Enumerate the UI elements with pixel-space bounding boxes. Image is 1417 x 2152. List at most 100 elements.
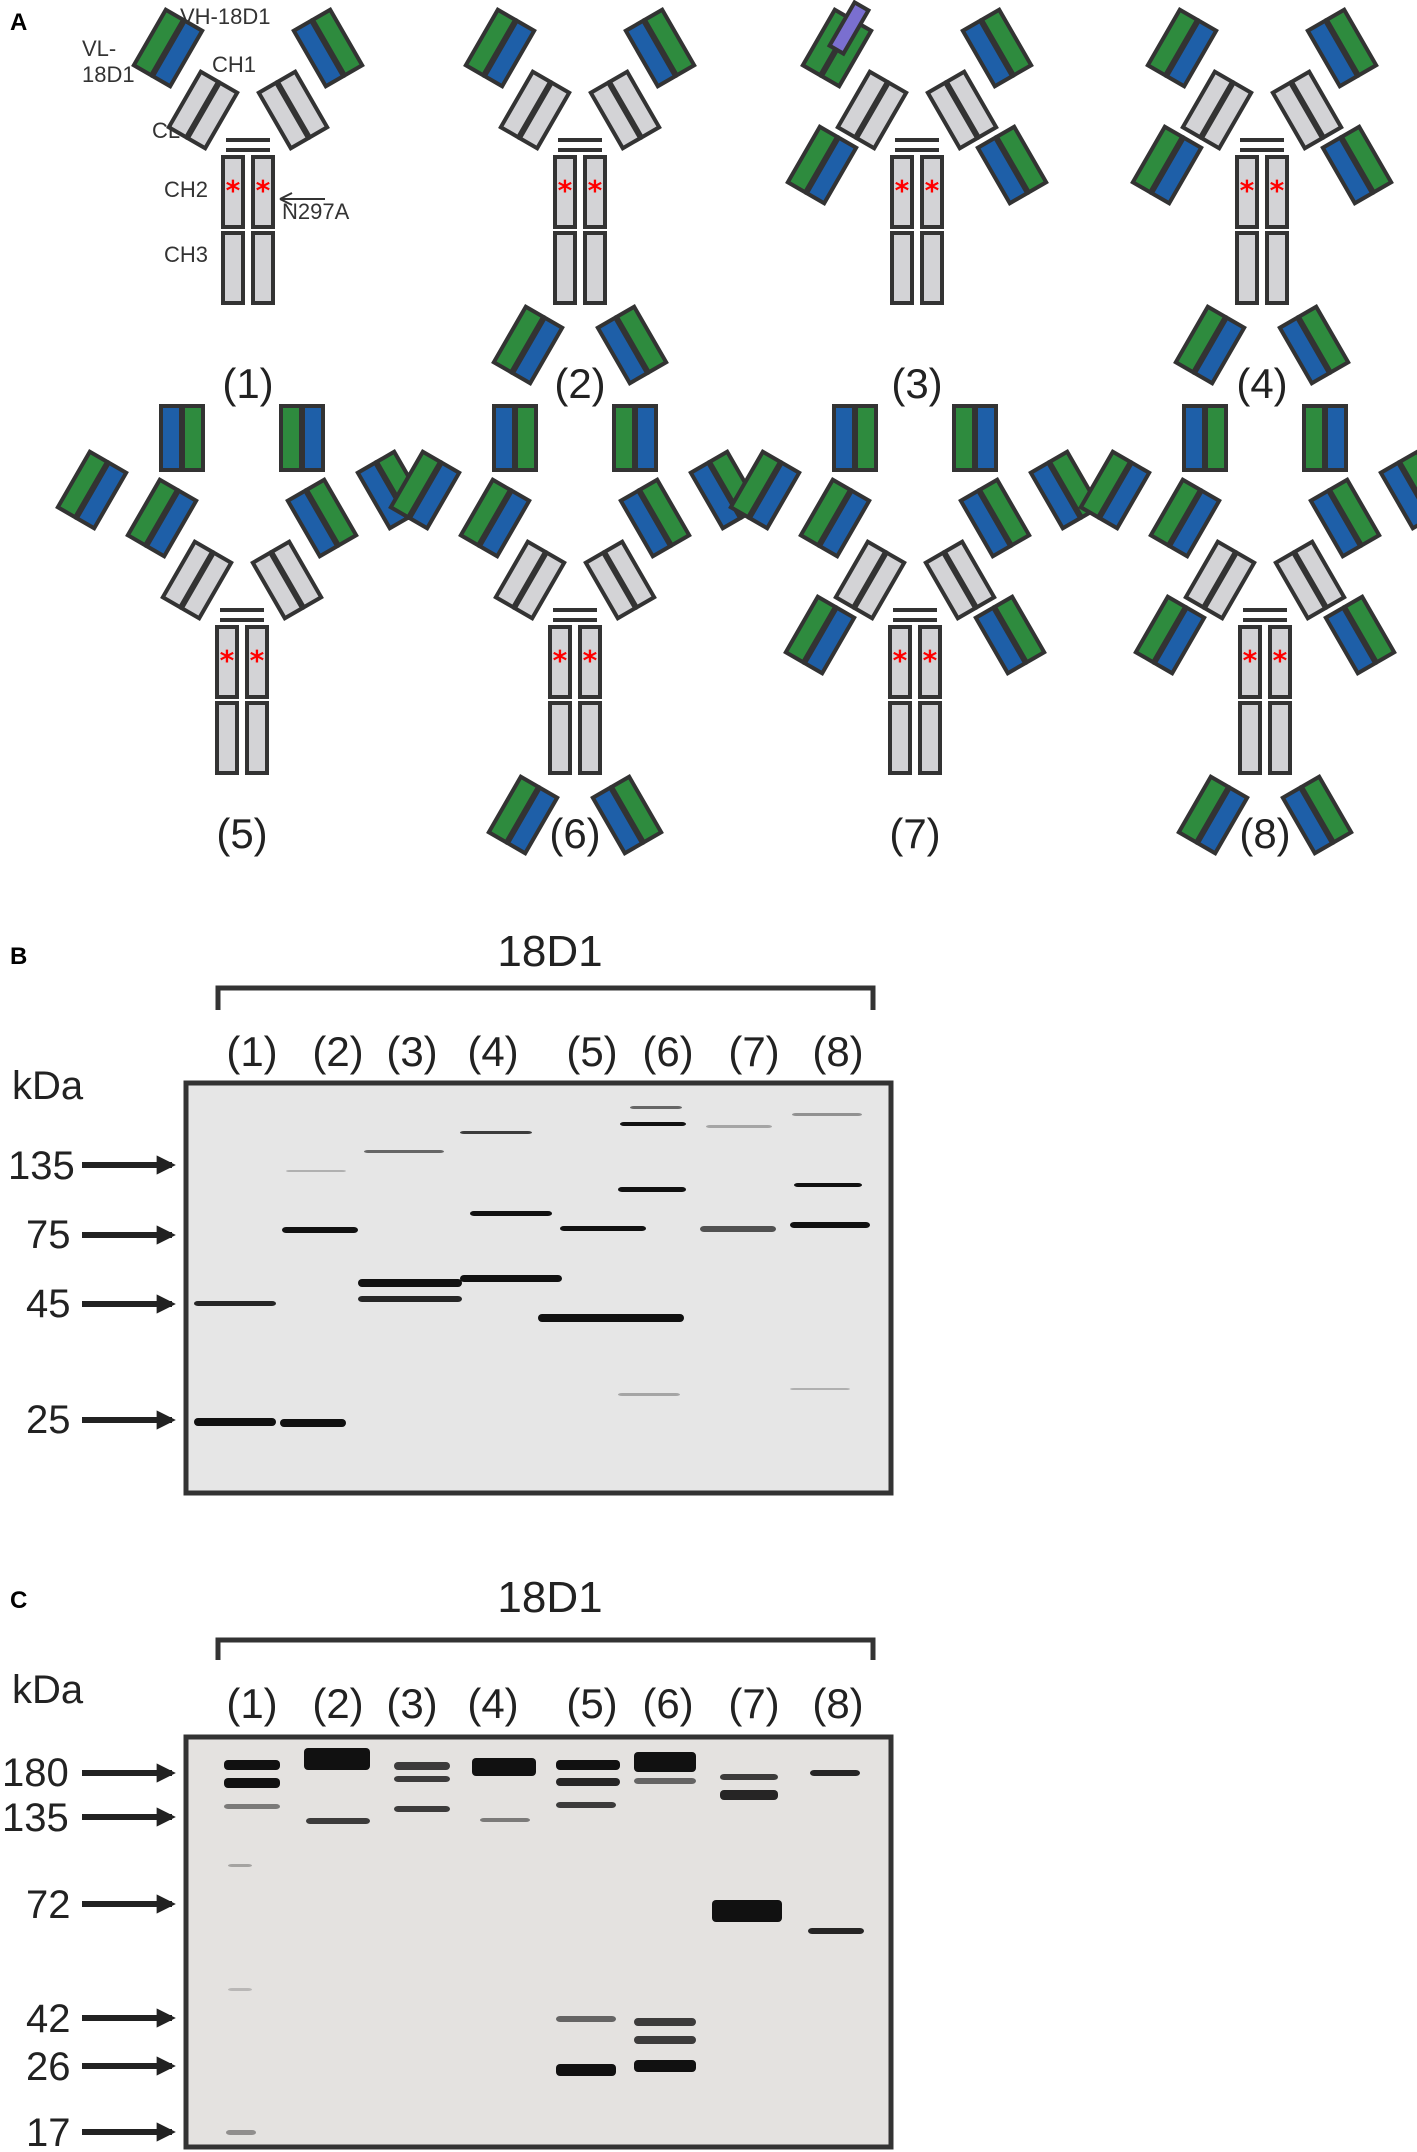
ch2-domain	[920, 155, 944, 229]
vh-domain	[590, 785, 645, 856]
blot-c-band	[224, 1778, 280, 1788]
vh-domain	[1195, 785, 1250, 856]
panel-a-letter: A	[10, 9, 27, 36]
mutation-star-icon: *	[895, 174, 910, 207]
mutation-star-icon: *	[1273, 644, 1288, 677]
vh-domain	[688, 460, 743, 531]
cl-domain	[944, 69, 999, 140]
ch2-domain	[548, 625, 572, 699]
vh-domain	[477, 488, 532, 559]
vl-domain	[1324, 7, 1379, 78]
mutation-star-icon: *	[558, 174, 573, 207]
vh-domain	[747, 460, 802, 531]
vl-domain	[310, 7, 365, 78]
marker-b-45: 45	[26, 1282, 71, 1326]
cl-domain	[942, 539, 997, 610]
vl-domain	[514, 404, 538, 472]
vl-domain	[798, 477, 853, 548]
label-ch3: CH3	[164, 242, 208, 267]
mutation-star-icon: *	[220, 644, 235, 677]
mutation-star-icon: *	[226, 174, 241, 207]
panel-b-unit: kDa	[12, 1064, 84, 1108]
vh-domain	[958, 488, 1013, 559]
mutation-star-icon: *	[250, 644, 265, 677]
cl-domain	[1289, 69, 1344, 140]
vl-domain	[1339, 124, 1394, 195]
ch1-domain	[512, 550, 567, 621]
blot-b-band	[618, 1393, 680, 1396]
vh-domain	[1097, 460, 1152, 531]
label-ch2: CH2	[164, 177, 208, 202]
blot-b-band	[280, 1419, 346, 1427]
ch1-domain	[583, 550, 638, 621]
lane-label-c-5: (5)	[566, 1680, 617, 1727]
blot-b-band	[358, 1296, 462, 1302]
vl-domain	[609, 774, 664, 845]
lane-label-c-2: (2)	[312, 1680, 363, 1727]
vh-domain	[150, 18, 205, 89]
hinge	[893, 608, 937, 622]
vh-domain	[144, 488, 199, 559]
antibody-diagrams: ****************	[55, 0, 1417, 856]
lane-label-c-7: (7)	[728, 1680, 779, 1727]
vh-domain	[492, 404, 516, 472]
panel-b-bands	[194, 1106, 870, 1427]
vl-domain	[994, 124, 1049, 195]
hinge	[226, 138, 270, 152]
ch3-domain	[890, 231, 914, 305]
vh-domain	[1167, 488, 1222, 559]
vh-domain	[634, 404, 658, 472]
vh-domain	[623, 18, 678, 89]
blot-b-band	[560, 1226, 646, 1231]
mutation-star-icon: *	[1240, 174, 1255, 207]
lane-label-b-2: (2)	[312, 1028, 363, 1075]
blot-c-band	[556, 1760, 620, 1770]
panel-b-title: 18D1	[497, 927, 602, 976]
blot-b-band	[790, 1388, 850, 1390]
marker-c-72: 72	[26, 1883, 71, 1927]
blot-b-band	[620, 1122, 686, 1126]
ch2-domain	[890, 155, 914, 229]
blot-b-band	[470, 1211, 552, 1216]
vh-domain	[1324, 404, 1348, 472]
lane-label-c-1: (1)	[226, 1680, 277, 1727]
ch3-domain	[221, 231, 245, 305]
vh-domain	[1182, 404, 1206, 472]
antibody-construct-2: **	[463, 7, 697, 386]
ch1-domain	[517, 80, 572, 151]
label-vl-line2: 18D1	[82, 62, 135, 87]
vh-domain	[802, 605, 857, 676]
ch3-domain	[1268, 701, 1292, 775]
antibody-construct-3: **	[785, 0, 1049, 305]
blot-c-band	[472, 1758, 536, 1776]
vl-domain	[1397, 449, 1417, 520]
panel-a: A **************** VH-18D1 VL- 18D1 CH1 …	[10, 0, 1417, 857]
blot-c-band	[808, 1928, 864, 1934]
blot-c-band	[224, 1760, 280, 1770]
panel-c-letter: C	[10, 1587, 27, 1614]
label-vh: VH-18D1	[180, 4, 270, 29]
lane-label-b-4: (4)	[467, 1028, 518, 1075]
hinge	[1243, 608, 1287, 622]
vh-domain	[407, 460, 462, 531]
blot-c-band	[720, 1790, 778, 1800]
blot-b-band	[194, 1301, 276, 1306]
cl-domain	[607, 69, 662, 140]
construct-label-6: (6)	[549, 810, 600, 857]
construct-label-4: (4)	[1236, 360, 1287, 407]
vh-domain	[1164, 18, 1219, 89]
cl-domain	[1292, 539, 1347, 610]
lane-label-b-8: (8)	[812, 1028, 863, 1075]
vh-domain	[974, 404, 998, 472]
vl-domain	[952, 404, 976, 472]
ch2-domain	[888, 625, 912, 699]
vl-domain	[279, 404, 303, 472]
ch2-domain	[583, 155, 607, 229]
vl-domain	[1342, 594, 1397, 665]
mutation-star-icon: *	[923, 644, 938, 677]
ch2-domain	[1235, 155, 1259, 229]
ch3-domain	[918, 701, 942, 775]
blot-b-band	[460, 1131, 532, 1134]
vl-domain	[979, 7, 1034, 78]
